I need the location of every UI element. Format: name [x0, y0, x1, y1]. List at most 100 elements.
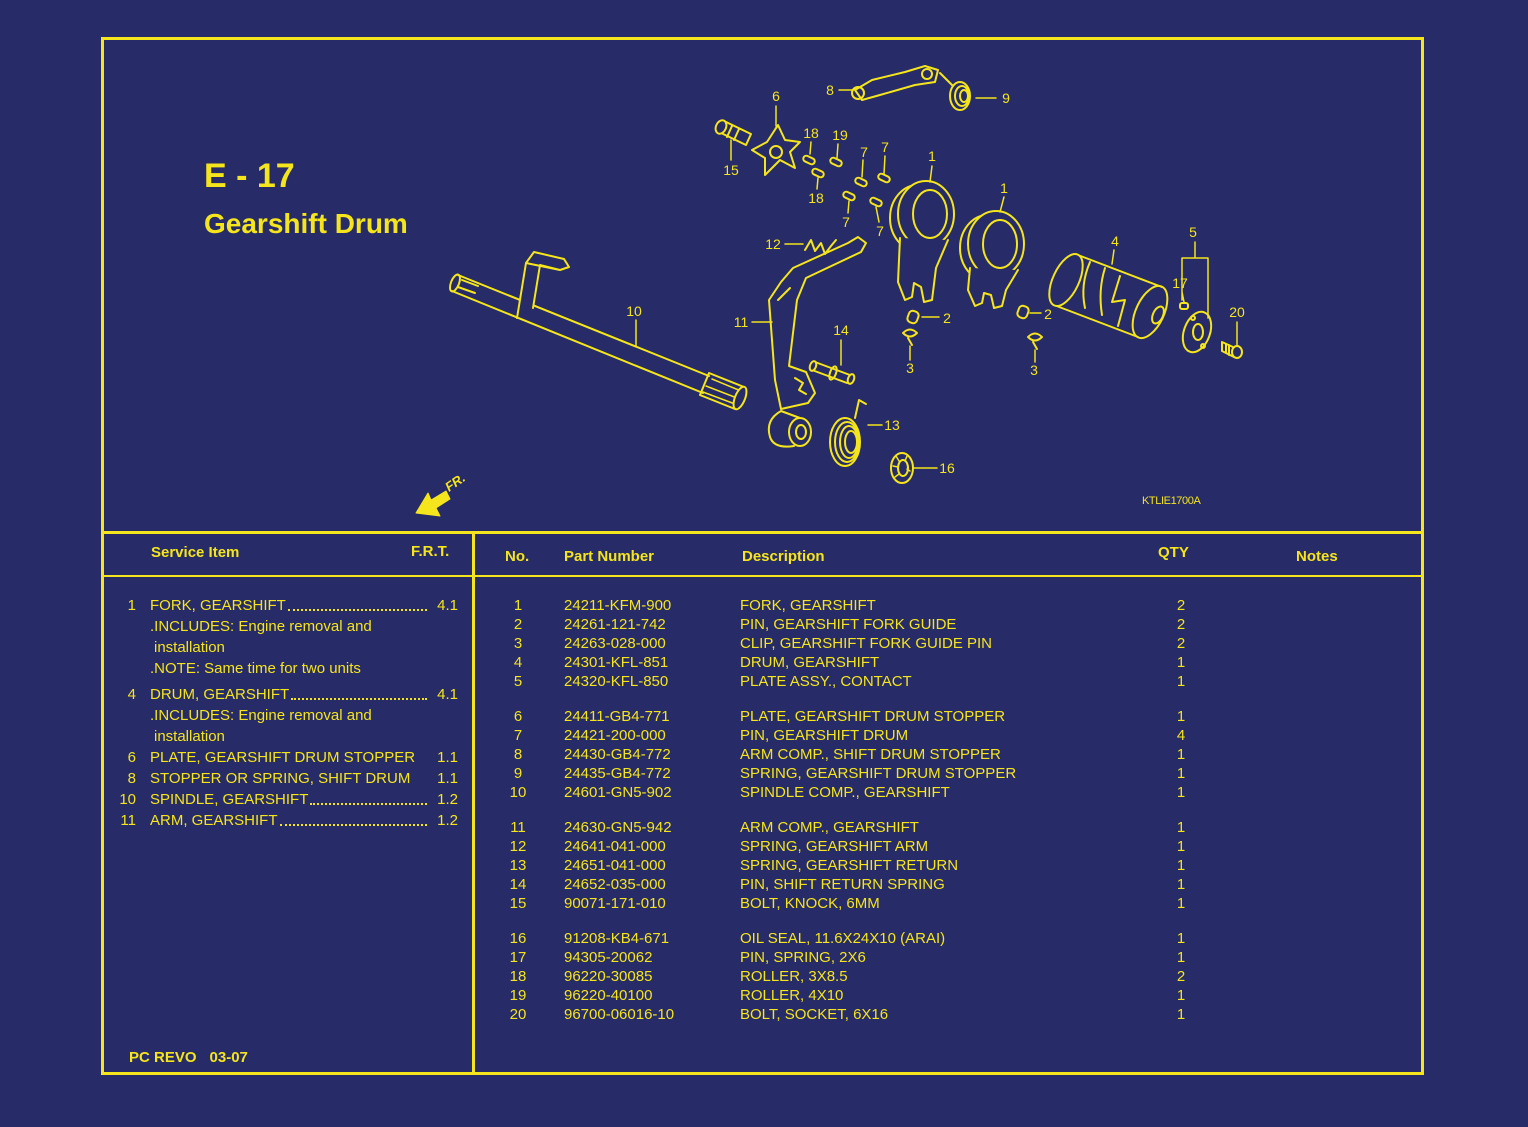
- service-item-note: installation: [154, 639, 225, 656]
- callout-label: 3: [1030, 362, 1038, 378]
- part-drum-stopper-plate: [751, 124, 801, 176]
- part-number: 24630-GN5-942: [564, 819, 672, 836]
- part-no: 13: [509, 857, 527, 874]
- service-item-no: 1: [127, 597, 136, 614]
- part-description: BOLT, KNOCK, 6MM: [740, 895, 880, 912]
- part-no: 17: [509, 949, 527, 966]
- part-qty: 1: [1176, 949, 1186, 966]
- part-notes: [1202, 986, 1420, 1005]
- part-description: PLATE ASSY., CONTACT: [740, 673, 912, 690]
- part-notes: [1202, 894, 1420, 913]
- callout-label: 7: [876, 223, 884, 239]
- header-divider: [101, 575, 1424, 577]
- part-notes: [1202, 653, 1420, 672]
- part-qty: 4: [1176, 727, 1186, 744]
- part-no: 3: [513, 635, 523, 652]
- part-number: 96700-06016-10: [564, 1006, 675, 1023]
- part-number: 24652-035-000: [564, 876, 666, 893]
- callout-label: 18: [808, 190, 824, 206]
- part-qty: 1: [1176, 654, 1186, 671]
- service-item-note: .NOTE: Same time for two units: [150, 660, 361, 677]
- part-qty: 1: [1176, 930, 1186, 947]
- part-notes: [1202, 948, 1420, 967]
- part-stopper-arm: [851, 65, 939, 101]
- part-notes: [1202, 615, 1420, 634]
- callout-label: 13: [884, 417, 900, 433]
- service-item-frt: 4.1: [437, 686, 458, 703]
- part-description: PIN, GEARSHIFT FORK GUIDE: [740, 616, 957, 633]
- part-description: ROLLER, 3X8.5: [740, 968, 848, 985]
- diagram-divider: [101, 531, 1424, 534]
- exploded-diagram: FR. KTLIE1700A 6 8 9 15 18 19 7 7 1 18 7…: [415, 65, 1245, 517]
- part-no: 9: [513, 765, 523, 782]
- page-title: Gearshift Drum: [204, 208, 408, 239]
- part-description: SPRING, GEARSHIFT DRUM STOPPER: [740, 765, 1017, 782]
- part-no: 19: [509, 987, 527, 1004]
- part-no: 6: [513, 708, 523, 725]
- part-qty: 1: [1176, 895, 1186, 912]
- service-item-name: STOPPER OR SPRING, SHIFT DRUM: [150, 770, 411, 787]
- part-notes: [1202, 967, 1420, 986]
- service-item-frt: 1.2: [437, 812, 458, 829]
- part-qty: 1: [1176, 987, 1186, 1004]
- callout-label: 2: [943, 310, 951, 326]
- part-number: 24601-GN5-902: [564, 784, 672, 801]
- part-description: ARM COMP., SHIFT DRUM STOPPER: [740, 746, 1001, 763]
- callout-label: 1: [1000, 180, 1008, 196]
- part-no: 20: [509, 1006, 527, 1023]
- service-item: 1 FORK, GEARSHIFT 4.1 .INCLUDES: Engine …: [112, 595, 458, 679]
- part-notes: [1202, 764, 1420, 783]
- part-number: 96220-40100: [564, 987, 653, 1004]
- part-shift-arm: [767, 236, 867, 448]
- part-qty: 2: [1176, 968, 1186, 985]
- part-qty: 2: [1176, 597, 1186, 614]
- service-item-name: PLATE, GEARSHIFT DRUM STOPPER: [150, 749, 416, 766]
- service-item-name: DRUM, GEARSHIFT: [150, 686, 290, 703]
- part-fork-pin-clip: [902, 328, 918, 346]
- part-qty: 1: [1176, 857, 1186, 874]
- part-number: 24301-KFL-851: [564, 654, 669, 671]
- callout-label: 4: [1111, 233, 1119, 249]
- callout-label: 7: [881, 139, 889, 155]
- service-item-frt: 4.1: [437, 597, 458, 614]
- part-description: SPRING, GEARSHIFT RETURN: [740, 857, 959, 874]
- part-fork-guide-pin: [1016, 304, 1030, 320]
- part-notes: [1202, 707, 1420, 726]
- part-description: ARM COMP., GEARSHIFT: [740, 819, 919, 836]
- part-notes: [1202, 672, 1420, 691]
- part-notes: [1202, 596, 1420, 615]
- part-no: 12: [509, 838, 527, 855]
- callout-label: 20: [1229, 304, 1245, 320]
- frt-header: F.R.T.: [411, 543, 450, 560]
- callout-label: 3: [906, 360, 914, 376]
- part-no: 4: [513, 654, 523, 671]
- part-qty: 2: [1176, 616, 1186, 633]
- service-item: 11 ARM, GEARSHIFT 1.2: [112, 810, 458, 831]
- service-item-no: 4: [127, 686, 136, 703]
- part-no: 7: [513, 727, 523, 744]
- part-no: 18: [509, 968, 527, 985]
- part-number: 91208-KB4-671: [564, 930, 670, 947]
- part-description: FORK, GEARSHIFT: [740, 597, 876, 614]
- part-qty: 1: [1176, 784, 1186, 801]
- callout-label: 19: [832, 127, 848, 143]
- part-qty: 2: [1176, 635, 1186, 652]
- callout-leaders: [635, 89, 1238, 469]
- part-description: ROLLER, 4X10: [740, 987, 844, 1004]
- callout-label: 18: [803, 125, 819, 141]
- callout-label: 7: [860, 144, 868, 160]
- part-spring-pin: [1179, 302, 1189, 310]
- catalog-date: 03-07: [209, 1049, 248, 1066]
- dot-leader: [287, 609, 428, 611]
- part-qty: 1: [1176, 673, 1186, 690]
- callout-label: 8: [826, 82, 834, 98]
- service-item-name: FORK, GEARSHIFT: [150, 597, 286, 614]
- service-item-no: 6: [127, 749, 136, 766]
